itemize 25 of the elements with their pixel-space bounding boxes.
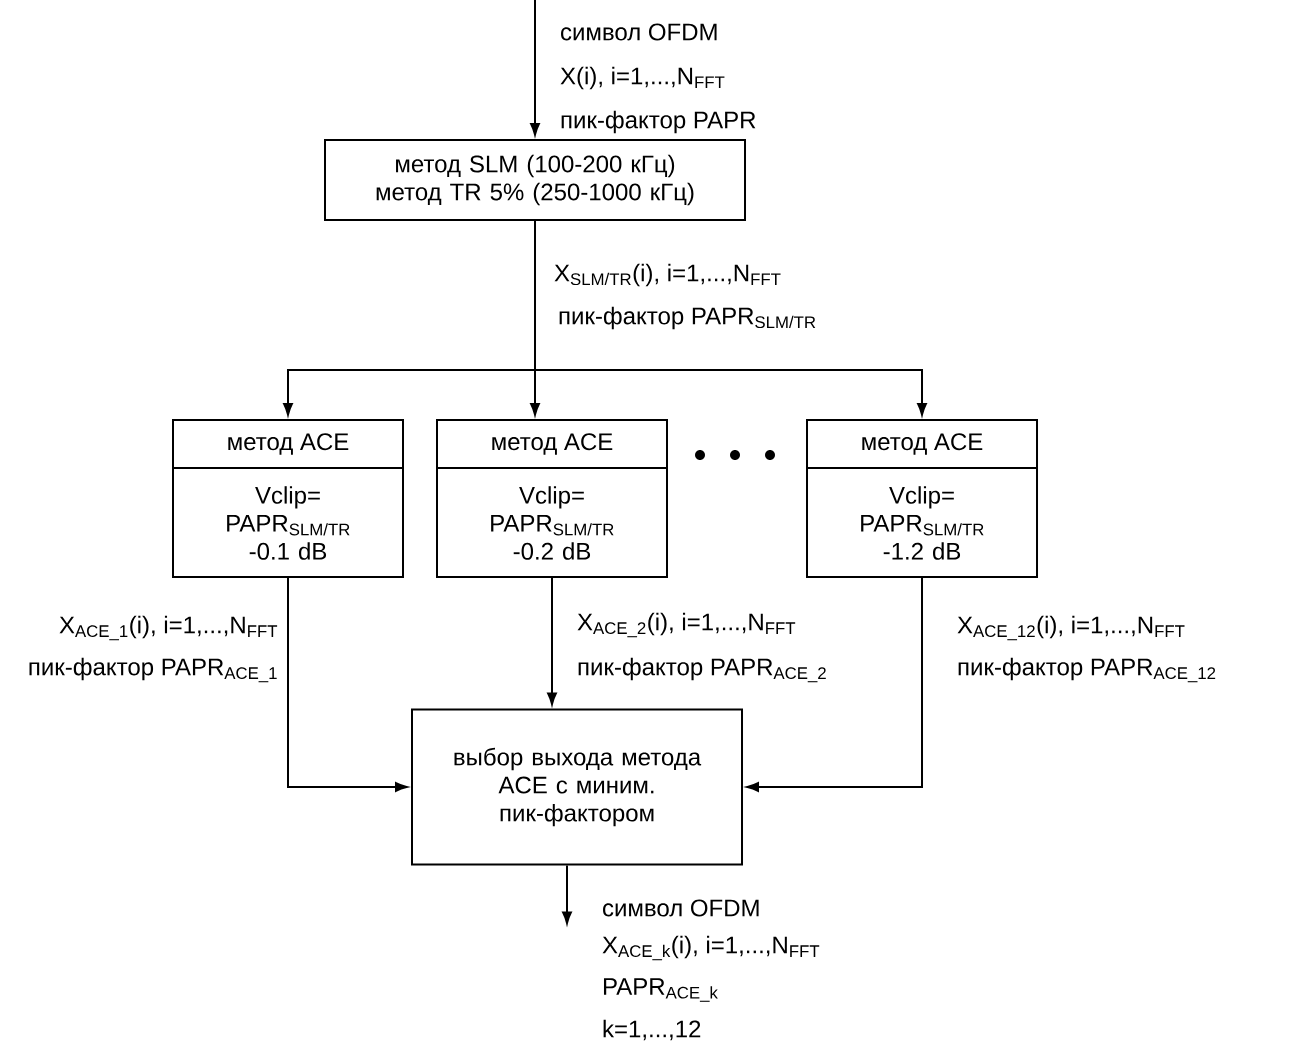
- signal-label: PAPR$_{ACE_k}$: [604, 978, 718, 1002]
- signal-label: пик-фактор PAPR$_{SLM/TR}$: [559, 306, 816, 330]
- signal-label: символ OFDM: [603, 899, 759, 917]
- arrow: [534, 220, 927, 416]
- signal-label: пик-фактор PAPR$_{ACE_1}$: [29, 657, 277, 683]
- signal-label: пик-фактор PAPR$_{ACE_2}$: [578, 657, 826, 683]
- signal-label: X(i), i=1,...,N$_{FFT}$: [560, 66, 725, 90]
- method-box: метод SLM (100-200 кГц) метод TR 5% (250-1000 кГц): [324, 139, 746, 221]
- signal-label: X$_{ACE_12}$(i), i=1,...,N$_{FFT}$: [957, 615, 1185, 641]
- signal-label: X$_{ACE_2}$(i), i=1,...,N$_{FFT}$: [577, 612, 796, 638]
- arrow: [746, 577, 923, 792]
- signal-label: символ OFDM: [561, 23, 717, 41]
- signal-label: пик-фактор PAPR$_{ACE_12}$: [958, 657, 1216, 683]
- selection-box: выбор выхода метода ACE с миним. пик-фактором: [411, 708, 743, 866]
- arrow: [530, 0, 540, 136]
- arrow: [562, 864, 572, 925]
- signal-label: X$_{ACE_k}$(i), i=1,...,N$_{FFT}$: [602, 935, 820, 961]
- signal-label: k=1,...,12: [603, 1019, 701, 1041]
- signal-label: X$_{ACE_1}$(i), i=1,...,N$_{FFT}$: [59, 615, 278, 641]
- ace-box: метод ACE Vclip= PAPR$_{SLM/TR}$ -0.1 dB: [172, 419, 404, 578]
- ace-box: метод ACE Vclip= PAPR$_{SLM/TR}$ -0.2 dB: [436, 419, 668, 578]
- signal-label: X$_{SLM/TR}$(i), i=1,...,N$_{FFT}$: [554, 263, 781, 287]
- ace-box: метод ACE Vclip= PAPR$_{SLM/TR}$ -1.2 dB: [806, 419, 1038, 578]
- arrow: [547, 577, 557, 706]
- arrow: [287, 577, 408, 792]
